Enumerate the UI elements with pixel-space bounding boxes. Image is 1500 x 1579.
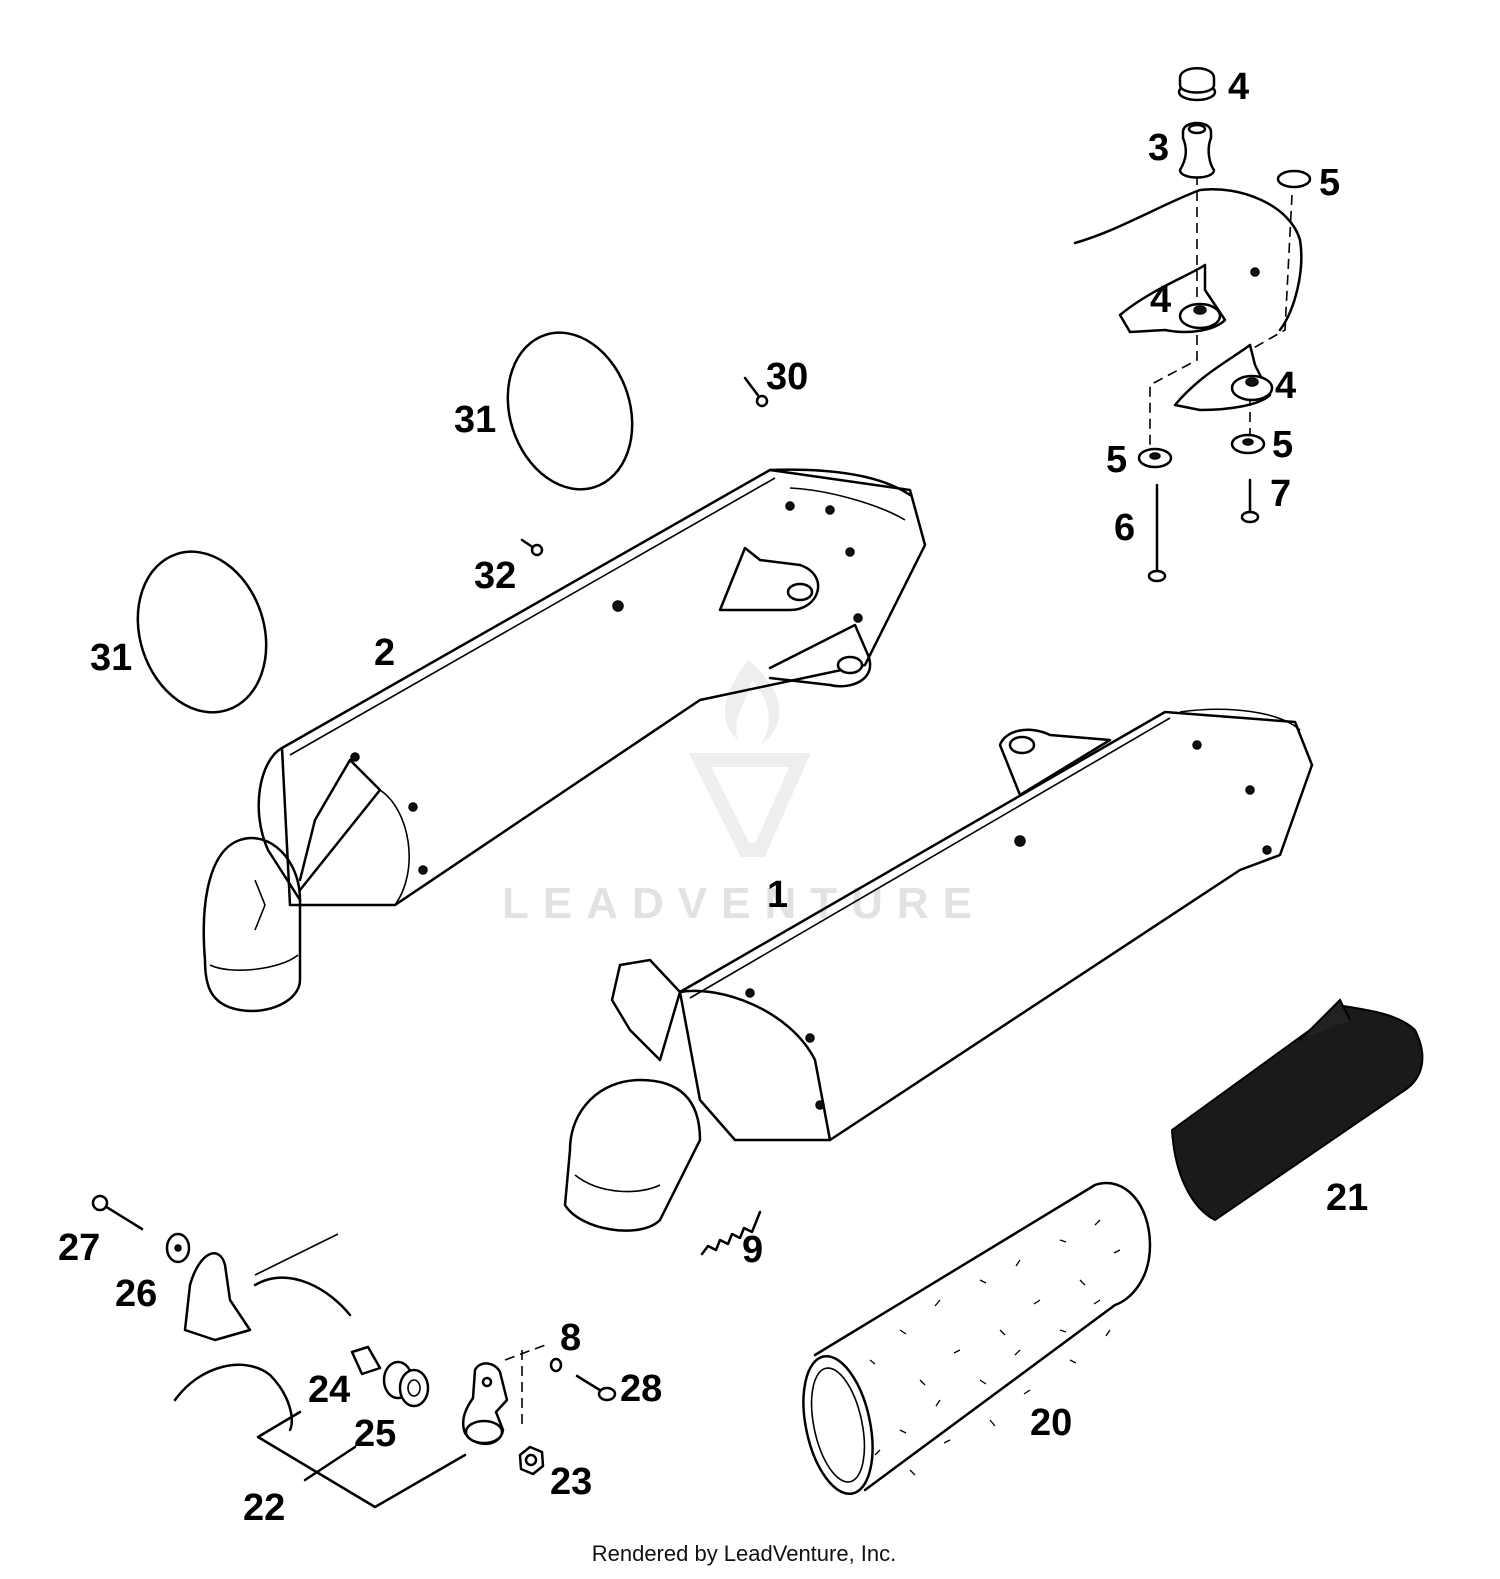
o-ring-part-8[interactable]	[549, 1357, 563, 1373]
clamp-part-22[interactable]	[461, 1362, 509, 1446]
callout-5: 5	[1319, 162, 1340, 204]
callout-1: 1	[767, 874, 788, 916]
leader-lines-22	[256, 1410, 467, 1509]
rubber-bushing-part-25[interactable]	[382, 1360, 430, 1408]
watermark-text: LEADVENTURE	[502, 879, 986, 928]
sleeve-part-24[interactable]	[350, 1345, 382, 1376]
nut-part-23[interactable]	[518, 1445, 545, 1476]
muffler-part-2[interactable]	[202, 468, 927, 1013]
callout-6: 6	[1114, 507, 1135, 549]
callout-4: 4	[1150, 279, 1171, 321]
leadventure-watermark-logo	[688, 660, 811, 857]
rubber-grommet-part-4-mid[interactable]	[1178, 302, 1222, 330]
washer-part-5-top[interactable]	[1276, 169, 1312, 189]
callout-7: 7	[1270, 473, 1291, 515]
callout-28: 28	[620, 1368, 662, 1410]
screw-part-30[interactable]	[743, 376, 769, 408]
bolt-part-27[interactable]	[91, 1194, 144, 1231]
o-ring-part-31-upper[interactable]	[488, 316, 652, 505]
insulation-tube-part-20[interactable]	[792, 1181, 1152, 1500]
callout-31: 31	[454, 399, 496, 441]
washer-part-5-right[interactable]	[1230, 433, 1266, 455]
heat-shield-bracket	[1073, 175, 1303, 455]
callout-4: 4	[1275, 365, 1296, 407]
callout-23: 23	[550, 1461, 592, 1503]
bolt-part-7[interactable]	[1240, 478, 1260, 524]
callout-20: 20	[1030, 1402, 1072, 1444]
callout-26: 26	[115, 1273, 157, 1315]
footer-credit: Rendered by LeadVenture, Inc.	[592, 1541, 897, 1566]
rubber-grommet-part-4-right[interactable]	[1230, 374, 1274, 402]
clamp-axis-line	[504, 1343, 549, 1430]
callout-5: 5	[1106, 439, 1127, 481]
callout-25: 25	[354, 1413, 396, 1455]
muffler-part-1[interactable]	[563, 708, 1314, 1232]
muffler-packing-part-21[interactable]	[1170, 998, 1424, 1222]
callout-4: 4	[1228, 66, 1249, 108]
callout-21: 21	[1326, 1177, 1368, 1219]
spring-part-9[interactable]	[700, 1210, 762, 1256]
screw-part-32[interactable]	[520, 538, 544, 557]
washer-part-26[interactable]	[165, 1232, 191, 1264]
callout-2: 2	[374, 632, 395, 674]
callout-8: 8	[560, 1317, 581, 1359]
exhaust-pipe-bracket	[173, 1233, 352, 1432]
long-bolt-part-6[interactable]	[1147, 483, 1167, 583]
o-ring-part-31-lower[interactable]	[118, 535, 287, 729]
screw-part-28[interactable]	[575, 1374, 617, 1402]
callout-9: 9	[742, 1229, 763, 1271]
washer-part-5-left[interactable]	[1137, 447, 1173, 469]
spacer-part-3[interactable]	[1178, 121, 1216, 179]
rubber-grommet-part-4-top[interactable]	[1177, 67, 1217, 102]
callout-27: 27	[58, 1227, 100, 1269]
callout-32: 32	[474, 555, 516, 597]
callout-22: 22	[243, 1487, 285, 1529]
callout-31: 31	[90, 637, 132, 679]
callout-30: 30	[766, 356, 808, 398]
callout-3: 3	[1148, 127, 1169, 169]
callout-5: 5	[1272, 424, 1293, 466]
callout-24: 24	[308, 1369, 350, 1411]
